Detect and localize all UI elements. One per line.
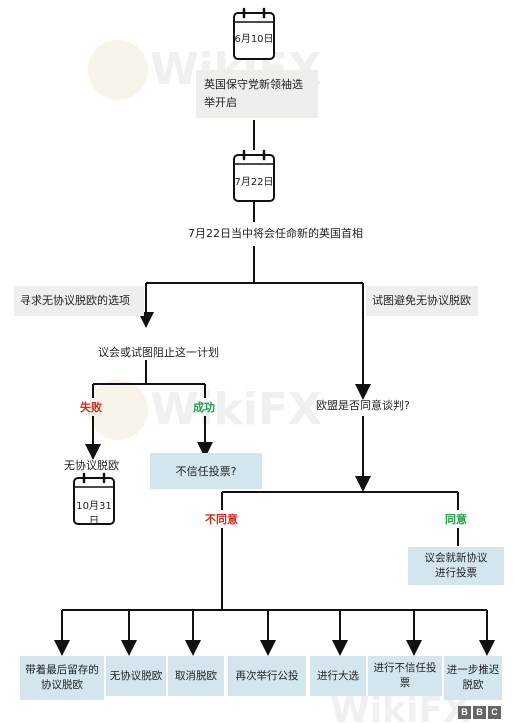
eu-renegotiate-label: 欧盟是否同意谈判? (316, 399, 410, 412)
leadership-race-box: 英国保守党新领袖选举开启 (196, 70, 318, 118)
agree-label: 同意 (445, 513, 467, 526)
outcome-second-referendum: 再次举行公投 (228, 656, 306, 696)
outcome-no-confidence-vote: 进行不信任投票 (368, 656, 442, 696)
calendar-date-june10: 6月10日 (234, 34, 274, 45)
outcome-leave-with-deal: 带着最后留存的协议脱欧 (20, 656, 104, 700)
avoid-no-deal-box: 试图避免无协议脱欧 (366, 286, 478, 316)
calendar-date-july22: 7月22日 (234, 177, 274, 188)
no-confidence-question-box: 不信任投票? (150, 453, 262, 489)
fail-label: 失败 (80, 401, 102, 414)
bbc-logo-letter: B (473, 706, 486, 719)
disagree-label: 不同意 (205, 513, 238, 526)
outcome-general-election: 进行大选 (310, 656, 366, 696)
bbc-logo: B B C (458, 706, 501, 719)
watermark-logo-icon (88, 40, 148, 100)
parliament-vote-new-deal-box: 议会就新协议进行投票 (408, 547, 504, 585)
parliament-block-label: 议会或试图阻止这一计划 (98, 346, 219, 359)
watermark-text-mid: WikiFX (150, 384, 322, 435)
seek-no-deal-box: 寻求无协议脱欧的选项 (14, 286, 144, 316)
calendar-date-oct31: 10月31日 (76, 501, 112, 527)
bbc-logo-letter: B (458, 706, 471, 719)
watermark-logo-icon (88, 380, 148, 440)
bbc-logo-letter: C (488, 706, 501, 719)
success-label: 成功 (193, 401, 215, 414)
no-deal-exit-label: 无协议脱欧 (64, 459, 119, 472)
outcome-no-deal: 无协议脱欧 (106, 656, 166, 696)
outcome-cancel-brexit: 取消脱欧 (168, 656, 224, 696)
outcome-further-delay: 进一步推迟脱欧 (444, 656, 502, 700)
new-pm-label: 7月22日当中将会任命新的英国首相 (188, 227, 363, 240)
